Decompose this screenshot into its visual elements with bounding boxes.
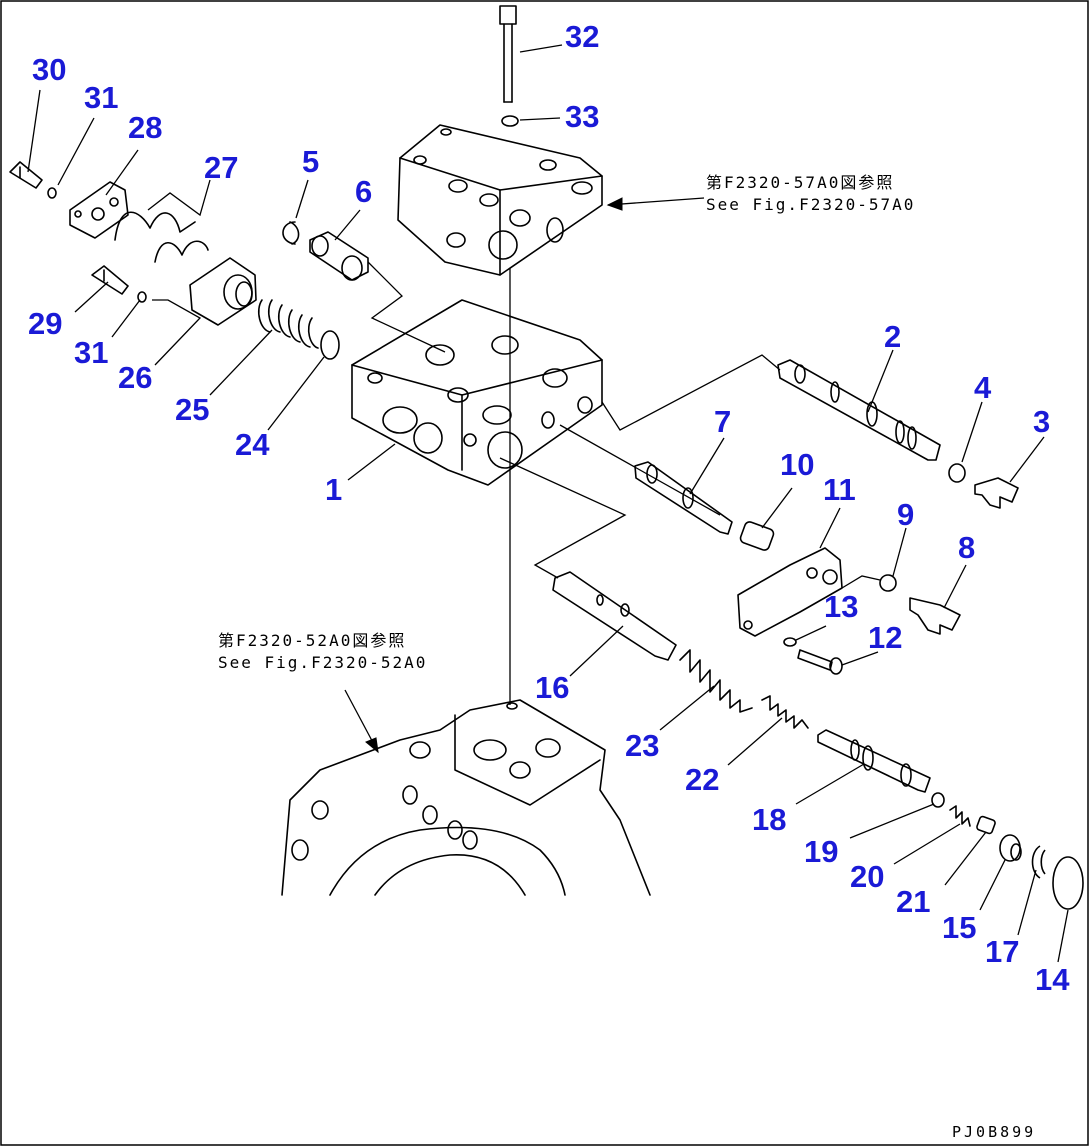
spring-23: [679, 649, 753, 713]
callout-25: 25: [175, 392, 209, 427]
callout-26: 26: [118, 360, 152, 395]
spring-25: [258, 299, 319, 349]
washer-31-upper: [47, 187, 57, 199]
sleeve-10: [739, 521, 775, 551]
callout-2: 2: [884, 319, 901, 354]
callout-10: 10: [780, 447, 814, 482]
yoke-8: [909, 597, 961, 635]
ring-19: [931, 792, 945, 808]
nut-9: [879, 574, 897, 592]
callout-18: 18: [752, 802, 786, 837]
yoke-3: [974, 477, 1019, 509]
washer-31-lower: [137, 291, 147, 303]
leader-lines: [27, 44, 1069, 963]
callout-17: 17: [985, 934, 1019, 969]
callout-29: 29: [28, 306, 62, 341]
callout-22: 22: [685, 762, 719, 797]
ref-bottom-jp: 第F2320-52A0図参照: [218, 631, 406, 650]
upper-valve-block: [397, 124, 603, 276]
callout-31-upper: 31: [84, 80, 118, 115]
cover-26: [189, 257, 257, 326]
callout-5: 5: [302, 144, 319, 179]
cover-28: [69, 181, 129, 239]
spool-7: [634, 461, 733, 535]
drawing-code: PJ0B899: [952, 1123, 1036, 1141]
callout-14: 14: [1035, 962, 1070, 997]
ref-top-en: See Fig.F2320-57A0: [706, 195, 915, 214]
washer-33: [501, 115, 519, 127]
callout-27: 27: [204, 150, 238, 185]
snap-ring-17: [1031, 845, 1046, 879]
bolt-29: [91, 265, 129, 295]
spool-18: [817, 729, 931, 793]
washer-13: [783, 637, 797, 647]
spool-2: [777, 359, 941, 461]
callout-1: 1: [325, 472, 342, 507]
callout-20: 20: [850, 859, 884, 894]
callout-13: 13: [824, 589, 858, 624]
callout-19: 19: [804, 834, 838, 869]
ref-top-jp: 第F2320-57A0図参照: [706, 173, 894, 192]
plug-15: [999, 834, 1022, 862]
o-ring-24: [320, 330, 340, 360]
callout-4: 4: [974, 370, 992, 405]
callout-30: 30: [32, 52, 66, 87]
bolt-12: [797, 649, 843, 675]
plug-21: [976, 815, 996, 835]
piston-16: [552, 571, 677, 661]
callout-33: 33: [565, 99, 599, 134]
callout-23: 23: [625, 728, 659, 763]
spring-22: [761, 695, 809, 729]
callout-28: 28: [128, 110, 162, 145]
callout-labels: 1 2 3 4 5 6 7 8 9 10 11 12 13 14 15 16 1…: [28, 19, 1070, 997]
bolt-30: [9, 161, 43, 189]
callout-12: 12: [868, 620, 902, 655]
callout-9: 9: [897, 497, 914, 532]
callout-11: 11: [823, 472, 856, 507]
callout-3: 3: [1033, 404, 1050, 439]
bolt-32: [499, 5, 517, 103]
shim-27: [114, 211, 209, 263]
callout-7: 7: [714, 404, 731, 439]
spring-20: [949, 805, 971, 827]
callout-31-lower: 31: [74, 335, 108, 370]
callout-8: 8: [958, 530, 975, 565]
valve-body-1: [351, 299, 603, 486]
reference-notes: 第F2320-57A0図参照 See Fig.F2320-57A0 第F2320…: [218, 173, 915, 672]
callout-15: 15: [942, 910, 976, 945]
callout-16: 16: [535, 670, 569, 705]
callout-24: 24: [235, 427, 270, 462]
ref-bottom-en: See Fig.F2320-52A0: [218, 653, 427, 672]
callout-6: 6: [355, 174, 372, 209]
cap-14: [1052, 856, 1084, 910]
nut-4: [948, 463, 966, 483]
callout-21: 21: [896, 884, 930, 919]
lower-housing: [281, 699, 651, 896]
spring-pin-5: [282, 221, 300, 245]
callout-32: 32: [565, 19, 599, 54]
spool-6: [309, 231, 369, 281]
